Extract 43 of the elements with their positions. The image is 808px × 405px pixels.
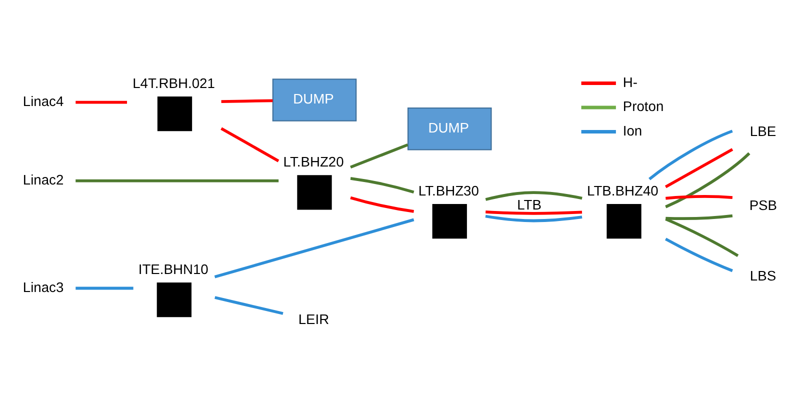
connector — [485, 191, 582, 201]
node-label: LT.BHZ30 — [418, 182, 479, 198]
connector — [648, 130, 733, 180]
node-text: Linac2 — [22, 171, 64, 188]
node-box — [297, 175, 332, 210]
edge-label: LTB — [517, 196, 542, 212]
connector — [665, 218, 739, 258]
connector — [221, 99, 273, 103]
connector — [220, 127, 280, 162]
node-text: Linac4 — [22, 92, 64, 109]
connector — [350, 176, 414, 194]
connector — [214, 218, 414, 278]
node-text: LEIR — [298, 311, 330, 328]
node-label: L4T.RBH.021 — [132, 74, 215, 91]
legend-label: H- — [622, 74, 638, 90]
connector — [76, 179, 279, 182]
node-text: Linac3 — [22, 278, 64, 295]
node-label: LT.BHZ20 — [283, 154, 344, 170]
legend-label: Proton — [622, 98, 664, 114]
node-box — [432, 204, 467, 239]
node-box — [606, 204, 642, 239]
connector — [485, 214, 582, 222]
node-text: LBE — [750, 122, 776, 139]
legend-label: Ion — [622, 122, 642, 138]
node-box: DUMP — [272, 78, 357, 122]
connector — [486, 210, 582, 215]
connector — [350, 144, 408, 169]
connector — [666, 195, 733, 200]
node-label: LTB.BHZ40 — [587, 182, 658, 198]
connector — [666, 214, 733, 220]
node-label: ITE.BHN10 — [138, 260, 208, 277]
connector — [76, 100, 128, 104]
node-text: PSB — [749, 196, 778, 213]
connector — [76, 286, 134, 290]
node-box — [157, 96, 192, 132]
connector — [664, 238, 733, 272]
node-box: DUMP — [407, 108, 492, 150]
node-text: LBS — [750, 267, 776, 284]
connector — [214, 296, 284, 315]
connector — [665, 152, 750, 208]
connector — [664, 148, 734, 188]
node-box — [156, 282, 192, 318]
connector — [350, 196, 414, 213]
